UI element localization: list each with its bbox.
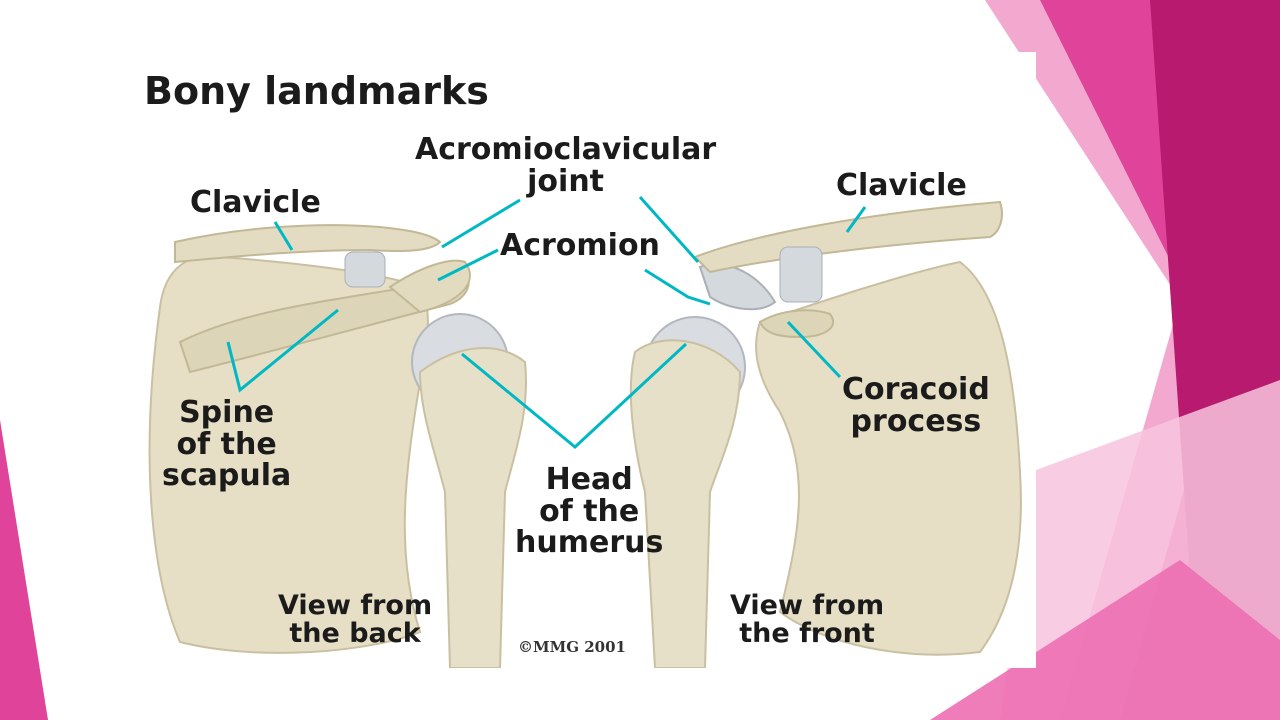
leader-ac-joint-front: [638, 196, 700, 263]
label-spine-of-scapula: Spine of the scapula: [162, 395, 292, 493]
label-acromioclavicular-joint: Acromioclavicular joint: [415, 132, 717, 199]
humerus-front: [629, 339, 742, 668]
leader-lines: [226, 196, 867, 449]
label-clavicle-front: Clavicle: [836, 168, 967, 203]
clavicle-front: [693, 200, 1003, 274]
leader-clavicle-front: [845, 206, 867, 233]
leader-acromion-front: [644, 268, 711, 306]
diagram-title: Bony landmarks: [144, 69, 489, 113]
label-view-from-back: View from the back: [278, 590, 433, 650]
leader-head-of-humerus: [461, 342, 688, 449]
shoulder-diagram: Bony landmarks Clavicle Acromioclavicula…: [120, 52, 1036, 668]
pink-shape-left: [0, 420, 48, 720]
humerus-back: [418, 347, 527, 668]
label-clavicle-back: Clavicle: [190, 185, 321, 220]
leader-spine-of-scapula: [226, 308, 339, 393]
leader-coracoid: [786, 320, 842, 379]
label-coracoid-process: Coracoid process: [842, 372, 990, 439]
label-acromion: Acromion: [500, 228, 660, 263]
ligament-front: [779, 246, 823, 303]
leader-clavicle-back: [273, 221, 294, 251]
clavicle-back: [174, 224, 442, 264]
pink-shape-bottom: [930, 560, 1280, 720]
bone-illustration: [148, 196, 1022, 668]
label-head-of-humerus: Head of the humerus: [515, 462, 664, 560]
leader-ac-joint-back: [441, 198, 521, 249]
leader-acromion-back: [437, 248, 499, 282]
label-view-from-front: View from the front: [730, 590, 885, 650]
ligament-back: [344, 251, 386, 288]
coracoid-front: [758, 309, 835, 339]
copyright-notice: ©MMG 2001: [518, 638, 626, 656]
